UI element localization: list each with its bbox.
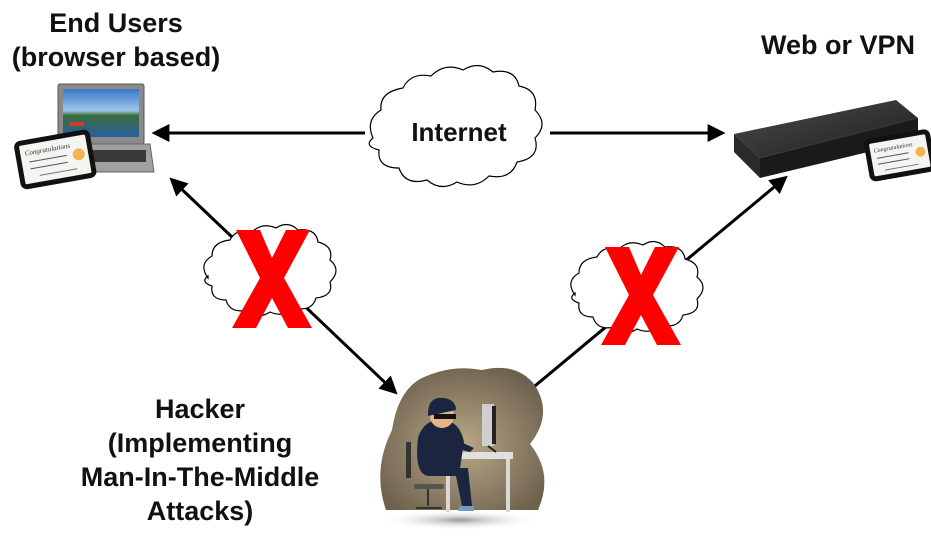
server-label: Web or VPN: [748, 28, 928, 62]
certificate-icon: Congratulations: [14, 129, 97, 190]
hacker-line-1: Hacker: [154, 394, 246, 424]
rack-server-icon: [734, 100, 918, 178]
blocked-cloud-right: [570, 240, 704, 345]
certificate-icon: Congratulations: [864, 129, 931, 182]
cloud-icon: [368, 64, 543, 188]
x-mark-icon: [601, 247, 681, 345]
hacker-line-3: Man-In-The-Middle: [80, 462, 320, 492]
hacker-line-4: Attacks): [146, 496, 254, 526]
internet-text: Internet: [411, 117, 507, 147]
hacker-label: Hacker (Implementing Man-In-The-Middle A…: [50, 392, 350, 528]
end-users-title: End Users: [49, 8, 183, 38]
hacker-icon: [380, 367, 545, 530]
end-users-subtitle: (browser based): [11, 42, 221, 72]
hacker-line-2: (Implementing: [107, 428, 293, 458]
x-mark-icon: [232, 230, 312, 328]
blocked-cloud-left: [203, 223, 337, 328]
server-title: Web or VPN: [760, 30, 916, 60]
end-users-label: End Users (browser based): [0, 6, 232, 74]
internet-label: Internet: [395, 117, 523, 147]
